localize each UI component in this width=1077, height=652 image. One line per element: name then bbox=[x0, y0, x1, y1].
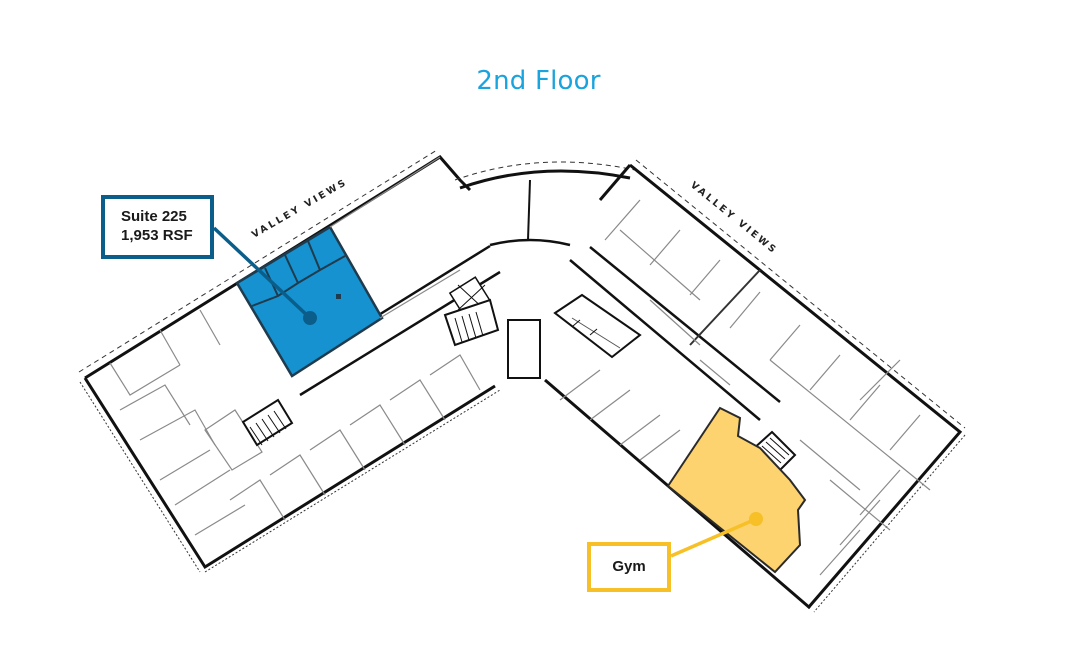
suite-225-area[interactable] bbox=[235, 225, 384, 378]
suite-225-callout[interactable]: Suite 225 1,953 RSF bbox=[101, 195, 214, 259]
floor-title: 2nd Floor bbox=[476, 66, 601, 96]
gym-area[interactable] bbox=[666, 406, 807, 574]
right-wing bbox=[544, 159, 966, 613]
suite-marker-dot[interactable] bbox=[303, 311, 317, 325]
valley-views-left-label: VALLEY VIEWS bbox=[250, 177, 350, 241]
center-hub bbox=[443, 161, 642, 379]
gym-callout[interactable]: Gym bbox=[587, 542, 671, 592]
gym-name: Gym bbox=[612, 558, 646, 575]
stair-left bbox=[241, 398, 294, 447]
gym-leader-line bbox=[670, 517, 757, 558]
valley-views-right-label: VALLEY VIEWS bbox=[688, 180, 779, 257]
suite-area: 1,953 RSF bbox=[121, 227, 193, 244]
gym-marker-dot[interactable] bbox=[749, 512, 763, 526]
suite-leader-line bbox=[212, 226, 312, 320]
suite-name: Suite 225 bbox=[121, 208, 187, 225]
